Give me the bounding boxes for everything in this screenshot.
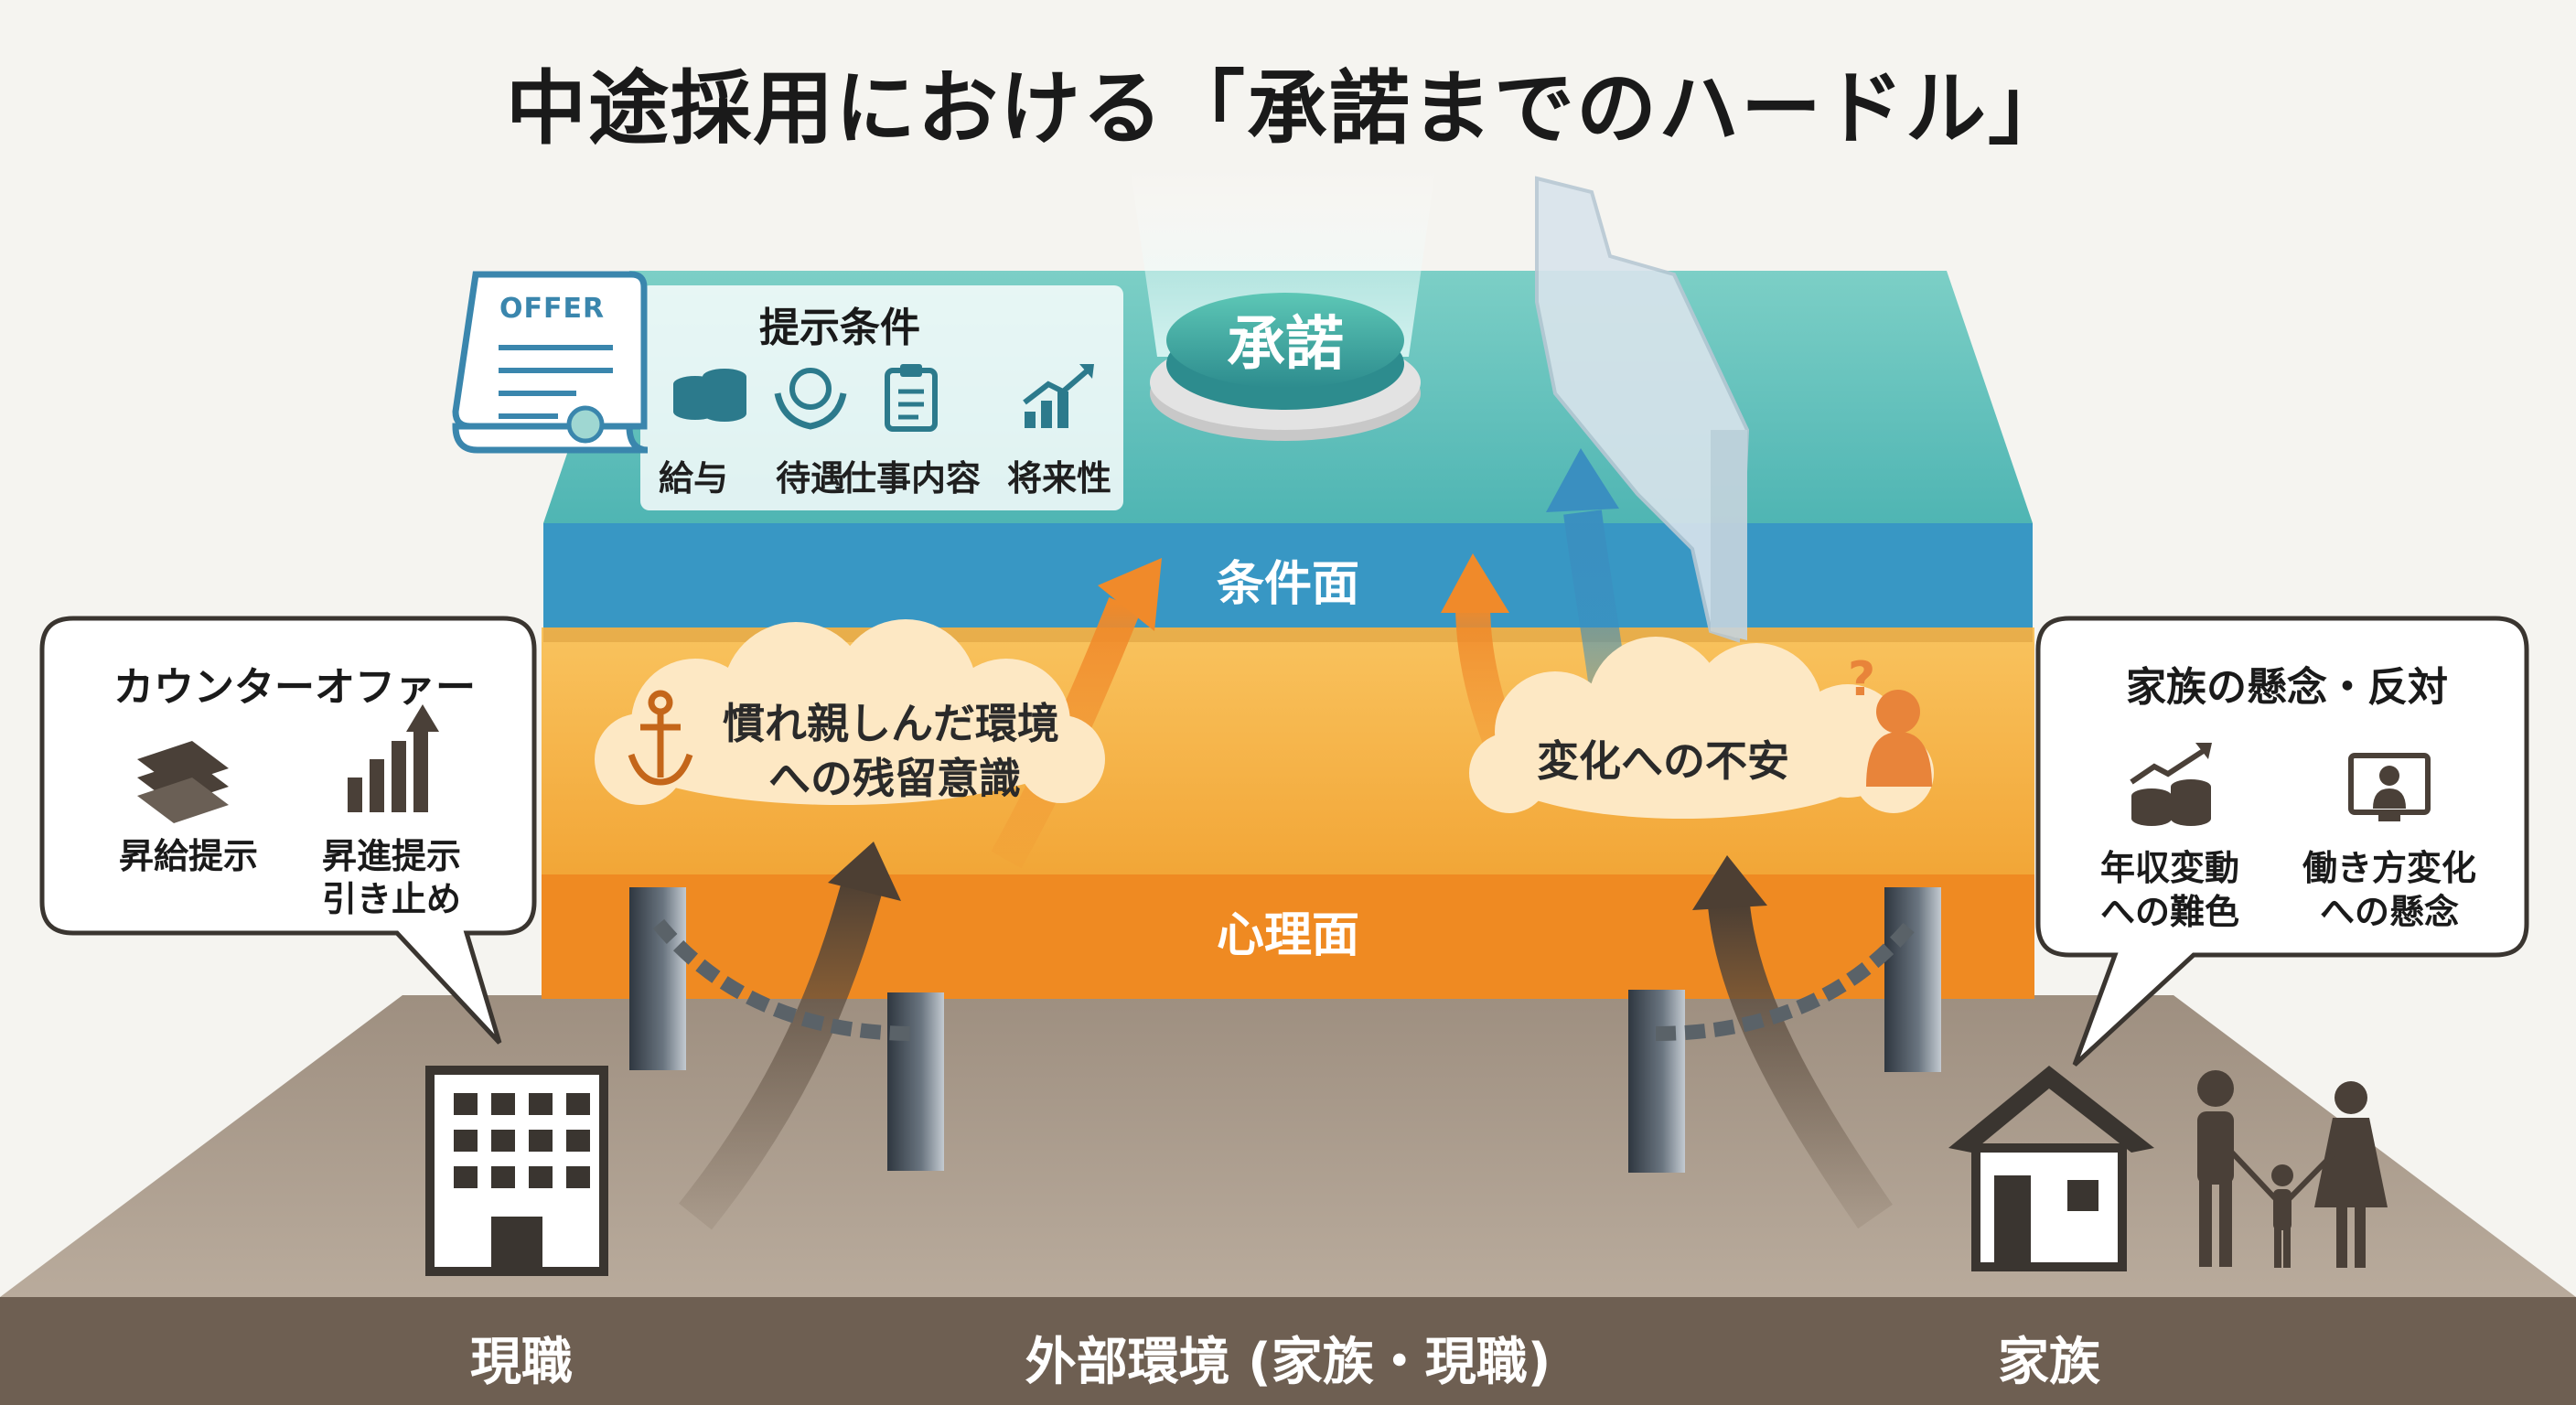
glass-wall — [1535, 176, 1750, 643]
ground-label-current-job: 現職 — [470, 1333, 573, 1392]
coins-trend-icon — [2130, 743, 2212, 826]
worried-person-icon: ? — [1848, 652, 1932, 787]
monitor-person-icon — [2348, 753, 2431, 821]
family-concern-item-work-2: への懸念 — [2319, 892, 2460, 932]
family-concern-bubble — [2035, 616, 2529, 1067]
bar-growth-icon — [348, 704, 439, 812]
psych-cloud-left-line2: への残留意識 — [768, 754, 1021, 803]
condition-label-benefits: 待遇 — [775, 458, 846, 499]
condition-layer-band — [543, 523, 2033, 627]
condition-label-future: 将来性 — [1006, 458, 1112, 499]
left-post-chain — [629, 887, 944, 1171]
building-icon — [425, 1066, 608, 1276]
condition-layer-label: 条件面 — [1216, 557, 1360, 612]
counter-offer-item-raise: 昇給提示 — [118, 836, 259, 876]
anchor-icon — [628, 690, 693, 786]
offer-document-icon — [452, 271, 649, 454]
conditions-panel — [640, 285, 1123, 510]
family-figures-icon — [2197, 1070, 2388, 1268]
hand-yen-icon — [774, 368, 847, 430]
house-icon — [1948, 1066, 2154, 1271]
growth-chart-icon — [1023, 364, 1094, 428]
family-concern-heading: 家族の懸念・反対 — [2126, 664, 2448, 711]
condition-label-salary: 給与 — [658, 458, 729, 499]
offer-doc-label: OFFER — [499, 293, 606, 325]
right-post-chain — [1628, 887, 1941, 1173]
coins-icon — [673, 369, 746, 422]
conditions-heading: 提示条件 — [759, 305, 920, 351]
condition-label-job: 仕事内容 — [841, 458, 982, 499]
counter-offer-heading: カウンターオファー — [113, 664, 476, 711]
family-concern-item-income-2: への難色 — [2099, 892, 2240, 932]
psych-layer-label: 心理面 — [1216, 908, 1360, 963]
psych-cloud-left-line1: 慣れ親しんだ環境 — [723, 699, 1059, 748]
counter-offer-item-promo-2: 引き止め — [321, 879, 462, 919]
page-title: 中途採用における「承諾までのハードル」 — [505, 61, 2070, 156]
counter-offer-item-promo-1: 昇進提示 — [321, 836, 462, 876]
family-concern-item-work-1: 働き方変化 — [2302, 848, 2477, 888]
right-cloud — [1469, 637, 1934, 819]
ground-label-family: 家族 — [1998, 1333, 2100, 1392]
clipboard-icon — [885, 364, 938, 432]
psych-cloud-right-text: 変化への不安 — [1537, 736, 1789, 786]
accept-button[interactable]: 承諾 — [1227, 311, 1344, 379]
external-layer-label: 外部環境 (家族・現職) — [1025, 1333, 1551, 1392]
left-cloud — [595, 619, 1105, 805]
accept-button-shape — [1150, 293, 1421, 441]
family-concern-item-income-1: 年収変動 — [2099, 848, 2240, 888]
ground-layer — [0, 995, 2576, 1297]
ground-arrow-right — [1692, 855, 1893, 1229]
ground-band — [0, 1297, 2576, 1405]
money-stack-icon — [137, 741, 229, 823]
svg-text:?: ? — [1848, 652, 1875, 707]
psych-layer-band — [542, 874, 2034, 999]
